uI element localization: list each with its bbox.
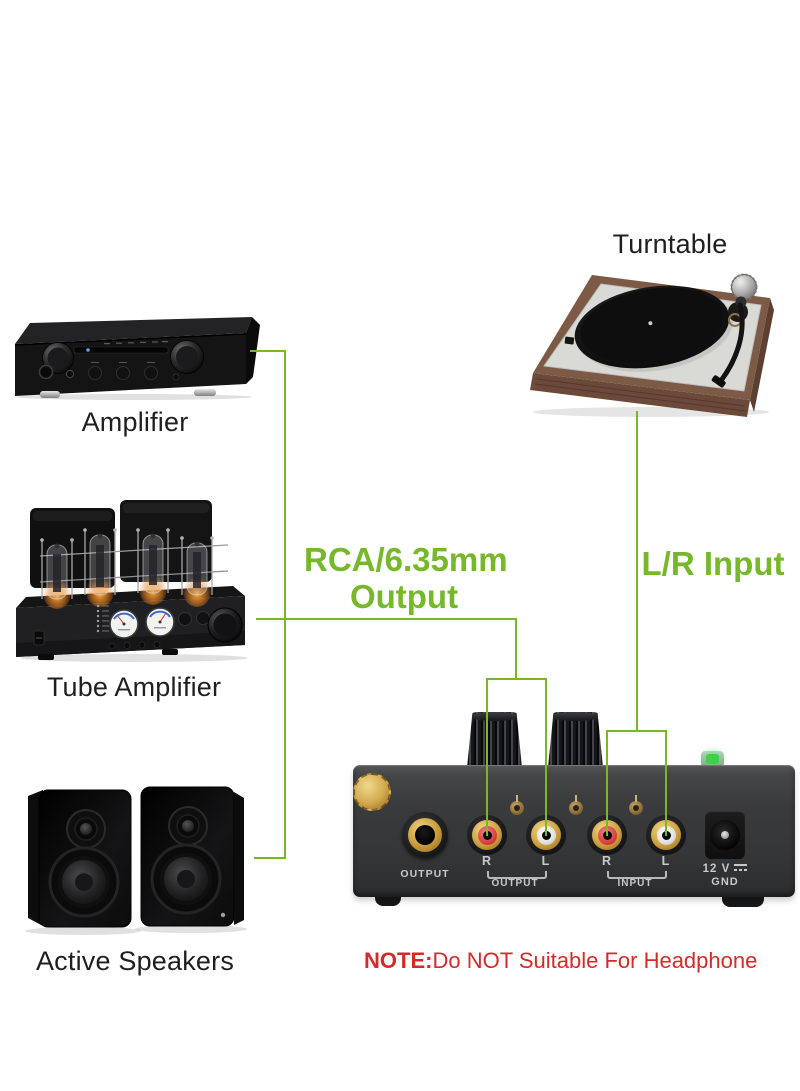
gain-toggle-3 [629,795,643,815]
preamp-knob-left [467,712,522,768]
turntable-image [530,273,774,417]
power-ground-label: GND [711,876,739,888]
input-left-channel-label: L [661,854,671,868]
rca-output-line1: RCA/6.35mm [304,541,508,578]
turntable-label: Turntable [612,229,728,259]
turntable-cable-line [636,411,638,732]
power-led-dot [220,912,226,918]
input-left-jack-line [665,730,667,836]
speakers-cable-line [254,857,286,859]
input-group-label: INPUT [617,878,653,889]
amplifier-cable-line [250,350,286,352]
output-bracket-line [486,678,547,680]
power-led [701,751,724,767]
input-right-channel-label: R [601,854,613,868]
gain-toggle-1 [510,795,524,815]
power-voltage-label: 12 V [675,863,775,875]
ground-screw [353,773,391,811]
output-left-jack-line [545,678,547,836]
output-main-cable-line [284,350,286,859]
input-right-jack-line [606,730,608,836]
amplifier-label: Amplifier [81,407,189,437]
rca-output-connection-label: RCA/6.35mm Output [304,541,508,615]
tonearm [711,273,758,388]
output-right-channel-label: R [481,854,493,868]
output-drop-cable-line [515,618,517,680]
source-leds [96,604,109,633]
gain-toggle-2 [569,795,583,815]
dc-power-jack [705,811,745,859]
tube-amp-cable-line [256,618,517,620]
dc-symbol [734,864,748,872]
active-speakers-label: Active Speakers [35,946,235,976]
lr-input-connection-label: L/R Input [641,545,785,582]
output-right-jack-line [486,678,488,836]
vu-meters [109,607,175,639]
note-text: Do NOT Suitable For Headphone [432,948,758,973]
preamp-foot-left [375,895,401,906]
power-voltage-text: 12 V [702,863,731,875]
preamp-knob-right [548,712,603,768]
note-prefix: NOTE: [364,948,433,973]
left-speaker [28,789,132,928]
output-left-channel-label: L [541,854,551,868]
rca-output-line2: Output [349,578,459,615]
output-group-bracket [487,871,547,879]
input-group-bracket [607,871,667,879]
preamp-foot-right [722,895,764,907]
right-speaker [140,786,244,927]
tube-amplifier-image [16,500,248,662]
tube-amplifier-label: Tube Amplifier [46,672,222,702]
input-bracket-line [606,730,667,732]
amplifier-image [14,317,260,400]
quarter-inch-output-jack [402,812,448,858]
phones-jack-label: OUTPUT [400,868,450,880]
active-speakers-image [25,786,247,935]
headphone-warning-note: NOTE:Do NOT Suitable For Headphone [364,948,757,974]
output-group-label: OUTPUT [491,878,539,889]
